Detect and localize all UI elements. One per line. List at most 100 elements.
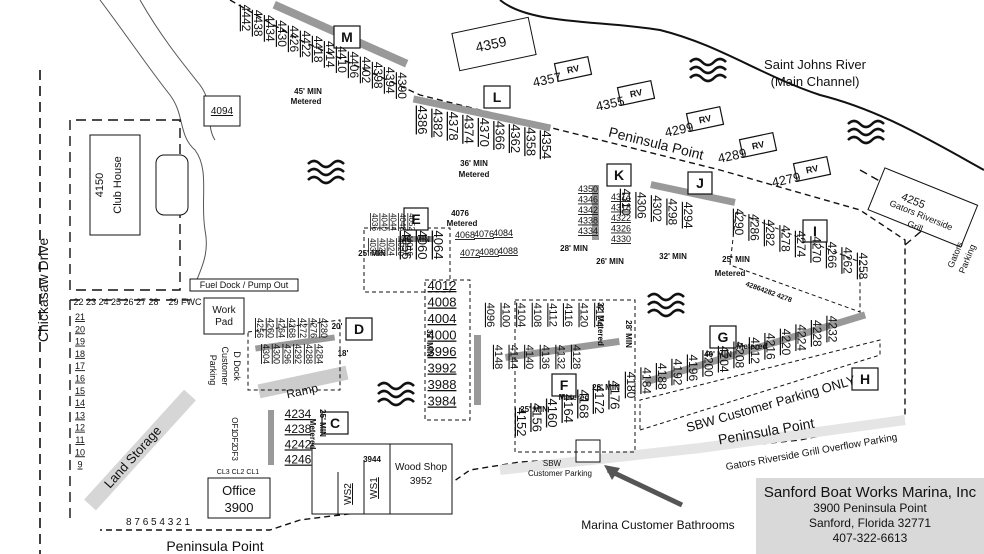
wave-basin-3-line (377, 381, 415, 391)
f-top-5: 4116 (562, 303, 574, 327)
central-3: 4000 (428, 328, 457, 343)
b4359-rect (451, 16, 537, 72)
c-side-0: OF1 (230, 417, 239, 433)
g-slip-12: 4228 (810, 320, 824, 347)
k-left-1: 4346 (578, 195, 598, 205)
f-low-4: 4168 (576, 390, 591, 419)
i-slip-0: 4290 (732, 209, 746, 236)
wave-basin-1-line (307, 175, 345, 185)
e-b-0: 4032 (368, 238, 377, 256)
left-slip-4: 17 (75, 361, 85, 371)
m-slip-12: 4394 (383, 67, 397, 94)
d-bottom-3: 4292 (293, 344, 303, 364)
k-right-1: 4318 (611, 203, 631, 213)
dock-c-box-frame (321, 411, 349, 435)
wave-river-1-line (689, 65, 727, 75)
rv-num-3: 4289 (716, 145, 747, 166)
left-slip-3: 18 (75, 349, 85, 359)
dock-c-box-text: C (330, 415, 340, 431)
l-note-2: Metered (459, 170, 490, 179)
f-top-4: 4112 (546, 303, 558, 327)
e-a-0: 4036 (370, 213, 379, 231)
left-slip-8: 13 (75, 410, 85, 420)
f-low-0: 4152 (514, 408, 529, 437)
dock-m-box-text: M (341, 29, 353, 45)
road-lower (499, 415, 906, 475)
d-note-2: 18' (338, 349, 349, 358)
f-low-2: 4160 (545, 399, 560, 428)
g-slip-9: 4216 (764, 333, 778, 360)
e-a-2: 4044 (389, 213, 398, 231)
left-slip-5: 16 (75, 374, 85, 384)
f-top-2: 4104 (515, 303, 527, 327)
company-phone: 407-322-6613 (832, 531, 908, 545)
rv-box-0-frame (553, 55, 593, 83)
d-dock-1: D Dock (232, 351, 242, 381)
f-top-6: 4120 (578, 303, 590, 327)
f-note-3: Metered (559, 393, 590, 402)
g-slip-5: 4200 (702, 350, 716, 377)
g-slip-4: 4196 (686, 354, 700, 381)
e-a-3: 4048 (398, 213, 407, 231)
g-slip-11: 4224 (795, 324, 809, 351)
i-slip-6: 4266 (825, 242, 839, 269)
e-side2-1: 4080 (479, 247, 499, 257)
f-note-2: 28' MIN (592, 383, 620, 392)
dock-m-box-frame (333, 25, 361, 49)
g-slip-1: 4184 (640, 367, 654, 394)
dock-g-box: G (709, 325, 737, 349)
rv-box-3-frame (738, 131, 778, 159)
office-name: Office (222, 483, 256, 498)
b4359: 4359 (474, 33, 508, 55)
k-note-2: 26' MIN (596, 257, 624, 266)
company-info-box: Sanford Boat Works Marina, Inc 3900 Peni… (756, 478, 984, 554)
wood-shop-1: Wood Shop (395, 462, 448, 473)
dock-l-box: L (483, 85, 511, 109)
dock-k-box-frame (606, 163, 632, 187)
dock-h-box-text: H (860, 371, 870, 387)
bathrooms: Marina Customer Bathrooms (581, 518, 734, 532)
road-land-storage (84, 389, 196, 511)
work-pad-rect (203, 297, 245, 335)
dock-c-bar (268, 410, 274, 465)
e-note2: 25' MIN (358, 249, 386, 258)
l-slip-5: 4366 (493, 121, 508, 150)
e-big-1: 4060 (415, 231, 430, 260)
k-note-1: 28' MIN (560, 244, 588, 253)
cen-note-1: 32' MIN (425, 329, 434, 357)
f-mid-0: 4148 (492, 345, 504, 369)
creek-line (99, 0, 207, 286)
e-note: 40' MIN (402, 235, 430, 244)
i-extra: 42864282 4278 (744, 281, 792, 304)
dock-l-bar (412, 95, 552, 132)
dock-f-box-text: F (560, 377, 569, 393)
g-slip-8: 4212 (748, 337, 762, 364)
central-2: 4004 (428, 311, 457, 326)
l-slip-0: 4386 (415, 106, 430, 135)
b3944: 3944 (363, 455, 381, 464)
dock-c-box: C (321, 411, 349, 435)
e-side-0: 4068 (455, 230, 475, 240)
c-slip-2: 4242 (285, 437, 312, 451)
g-slip-7: 4208 (733, 342, 747, 369)
rv-box-0: RV (553, 55, 593, 83)
dock-d-box: D (345, 317, 373, 341)
left-slip-7: 14 (75, 398, 85, 408)
e-side-2: 4084 (493, 228, 513, 238)
d-top-2: 4264 (276, 318, 286, 338)
dock-f-frame (514, 299, 636, 453)
fuel-label: Fuel Dock / Pump Out (200, 280, 289, 290)
dock-e-box: E (403, 207, 429, 231)
land-storage-label: Land Storage (101, 423, 164, 491)
dock-k-box-text: K (614, 167, 624, 183)
rv-box-2: RV (685, 105, 725, 133)
dock-k-bar (592, 185, 599, 240)
dock-m-box: M (333, 25, 361, 49)
i-slip-3: 4278 (779, 225, 793, 252)
ws1: WS1 (369, 477, 380, 499)
rv-num-0: 4357 (531, 69, 562, 90)
dock-f-bar (504, 337, 620, 361)
i-slip-1: 4286 (748, 214, 762, 241)
rv-box-2-text: RV (698, 113, 712, 125)
f-low-5: 4172 (592, 385, 607, 414)
